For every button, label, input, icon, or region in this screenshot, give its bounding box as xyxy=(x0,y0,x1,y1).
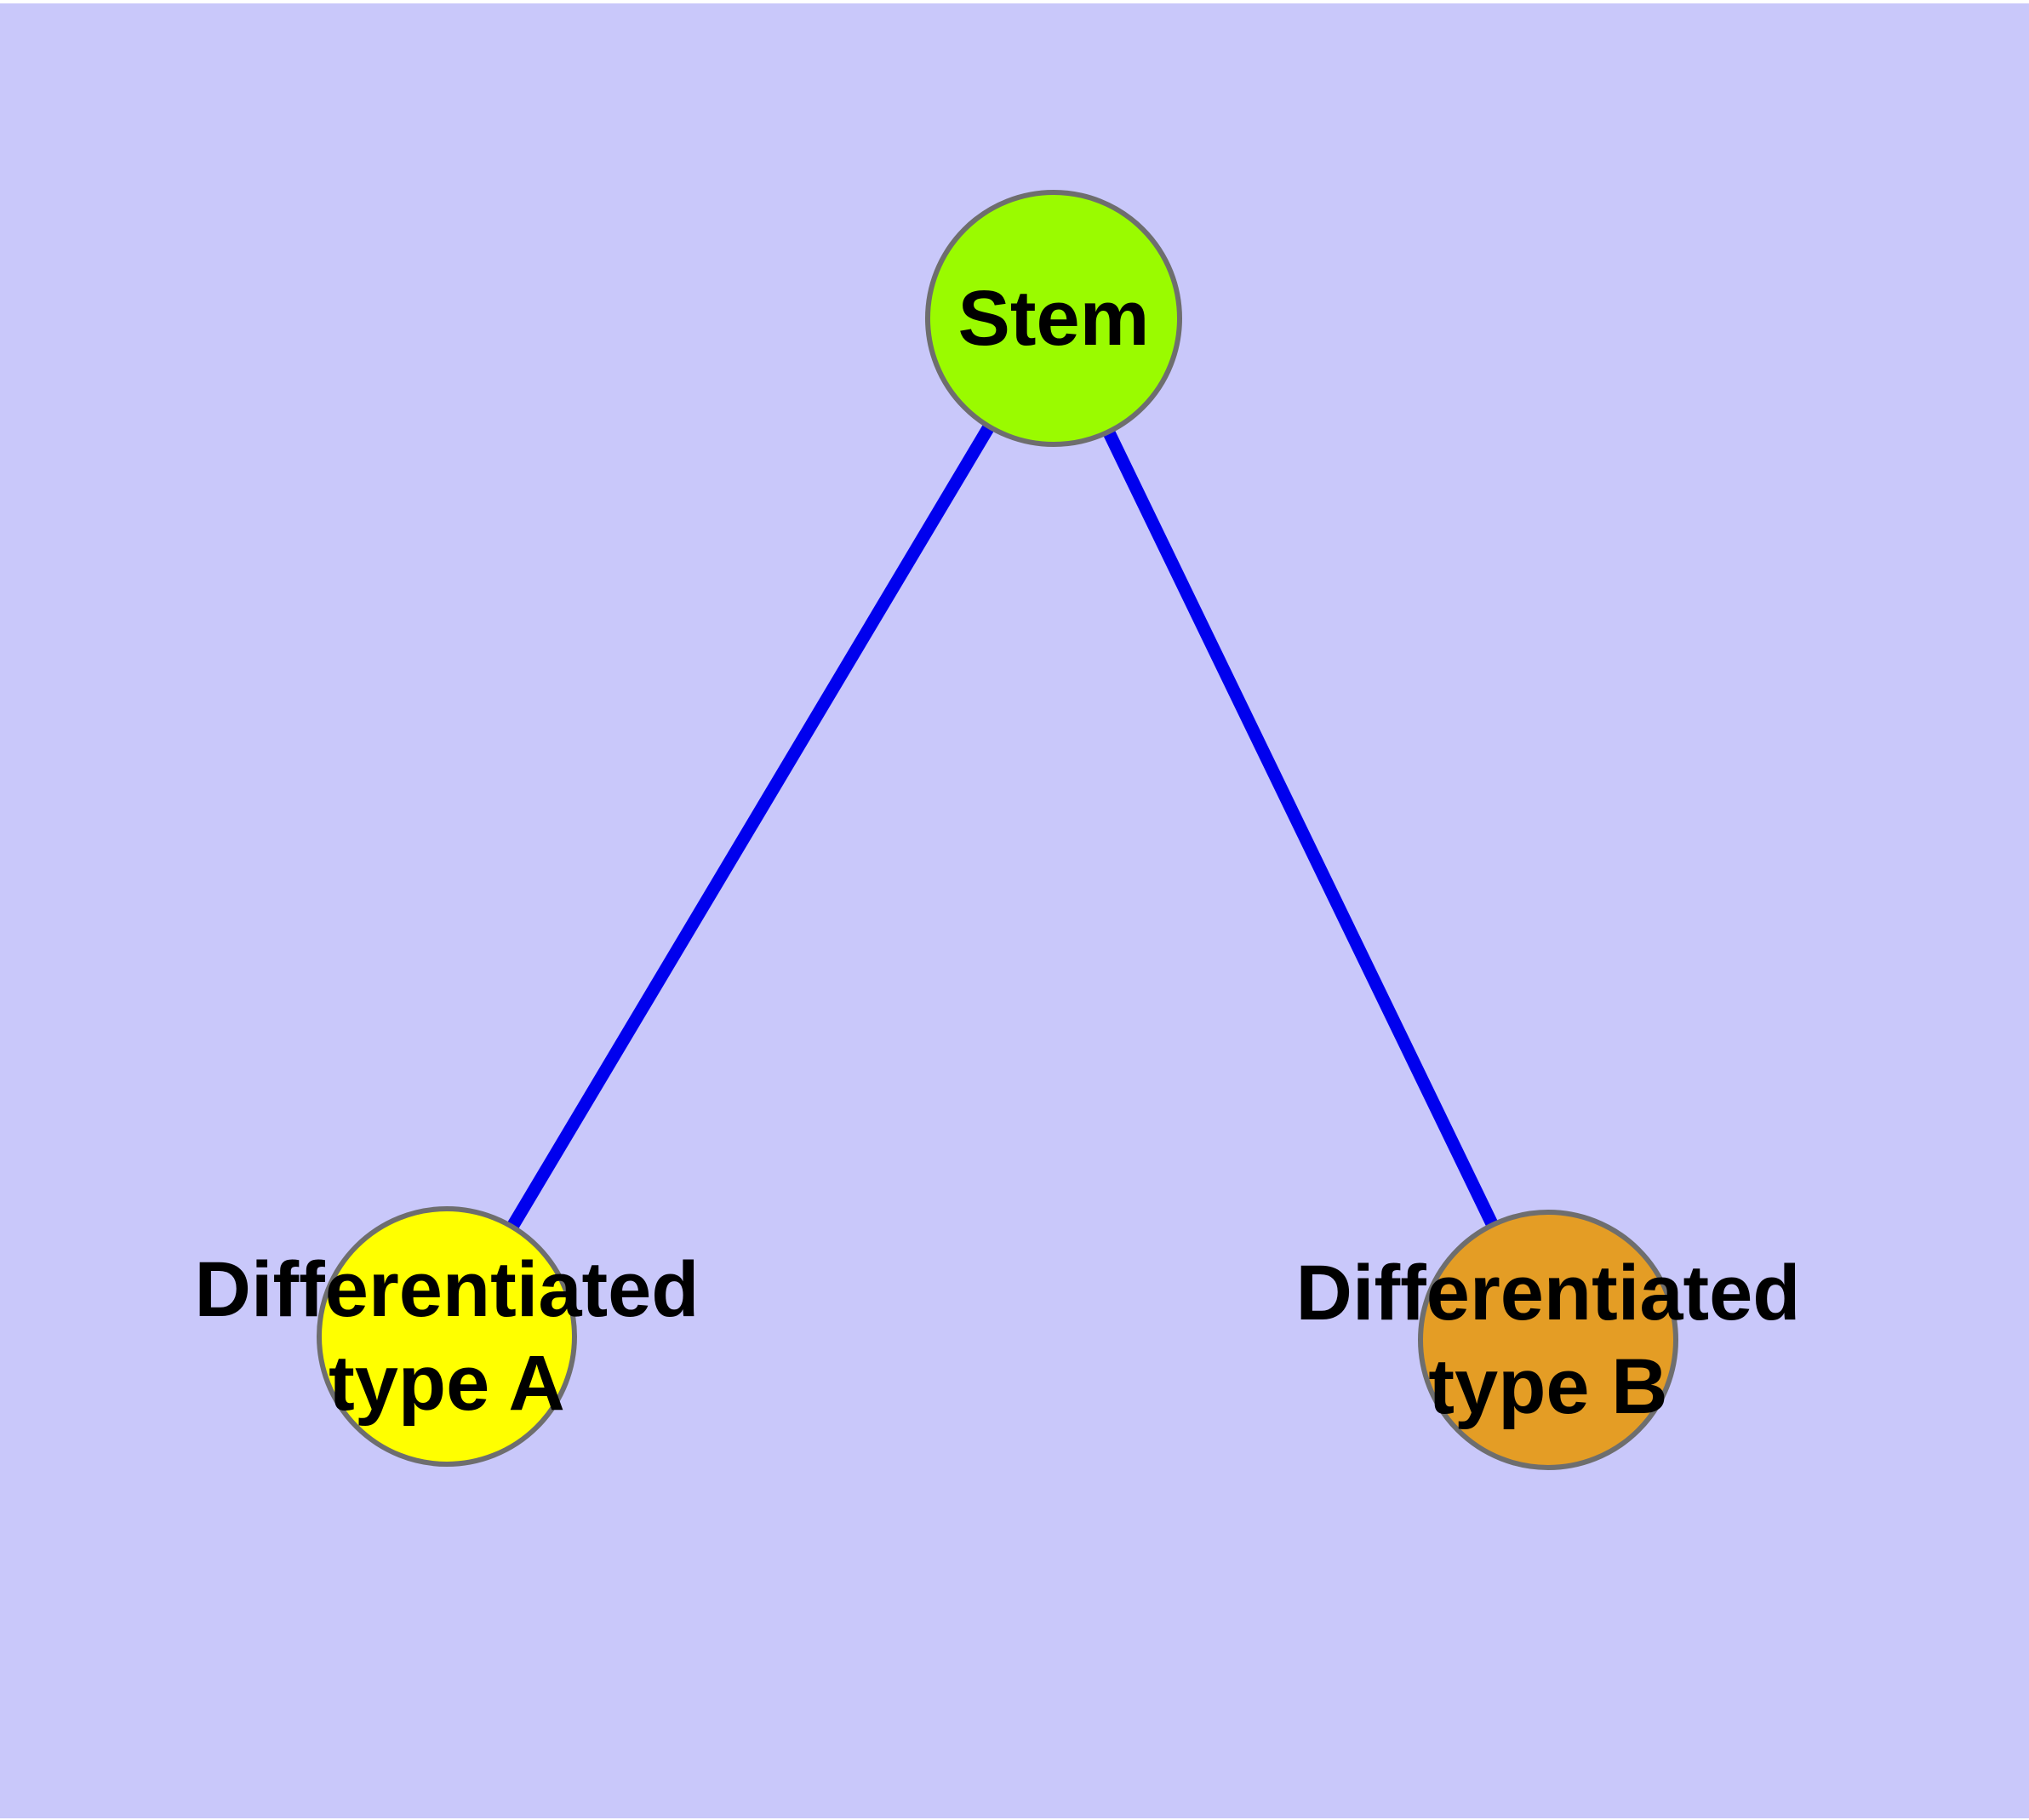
node-stem xyxy=(925,190,1182,447)
node-label-type-b-line1: Differentiated xyxy=(1295,1250,1801,1336)
edge-stem-to-type-a xyxy=(440,312,1060,1343)
node-label-differentiated-type-b: Differentiated type B xyxy=(1296,1246,1801,1434)
node-label-stem-text: Stem xyxy=(957,275,1150,362)
edge-stem-to-type-b xyxy=(1047,312,1555,1347)
graph-svg xyxy=(317,190,1678,1470)
node-label-type-a-line1: Differentiated xyxy=(194,1246,700,1333)
node-label-type-a-line2: type A xyxy=(329,1340,565,1427)
node-differentiated-type-b xyxy=(1418,1210,1678,1470)
node-label-differentiated-type-a: Differentiated type A xyxy=(195,1243,700,1430)
node-label-stem: Stem xyxy=(958,272,1150,365)
node-differentiated-type-a xyxy=(317,1206,577,1467)
node-label-type-b-line2: type B xyxy=(1428,1343,1668,1430)
